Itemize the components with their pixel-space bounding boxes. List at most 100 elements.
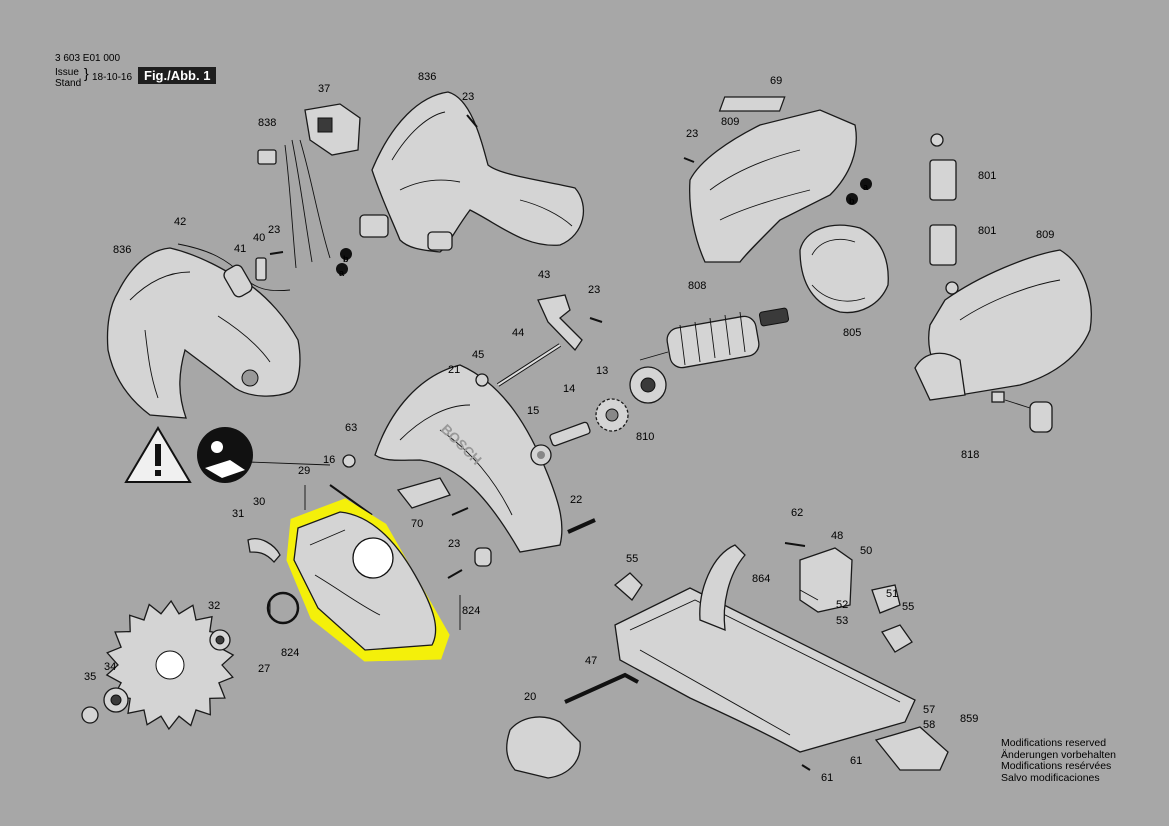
connector-marker-b: [340, 248, 352, 260]
connector-marker-a: [860, 178, 872, 190]
part-label-58: 58: [923, 719, 935, 731]
flange-32: [209, 629, 231, 651]
knob-51: [871, 584, 901, 614]
stand-label: Stand: [55, 78, 82, 89]
connector-marker-a: [336, 263, 348, 275]
part-label-50: 50: [860, 545, 872, 557]
part-label-824: 824: [281, 647, 299, 659]
warning-triangle-icon: [124, 426, 192, 483]
blade-guard-21: BOSCH: [374, 364, 563, 553]
part-label-29: 29: [298, 465, 310, 477]
part-label-55: 55: [626, 553, 638, 565]
part-label-69: 69: [770, 75, 782, 87]
lever-30: [247, 538, 281, 563]
part-label-43: 43: [538, 269, 550, 281]
note-de: Änderungen vorbehalten: [1001, 748, 1117, 761]
sleeve-824: [266, 547, 492, 625]
field-coil-805: [799, 224, 889, 314]
part-label-14: 14: [563, 383, 575, 395]
part-label-32: 32: [208, 600, 220, 612]
figure-badge: Fig./Abb. 1: [138, 67, 217, 84]
brace-glyph: }: [84, 65, 89, 81]
part-label-53: 53: [836, 615, 848, 627]
issue-label: Issue: [55, 67, 79, 78]
part-label-31: 31: [232, 508, 244, 520]
lower-blade-guard-29-highlight: [286, 498, 450, 662]
grip-handle-836: [106, 247, 301, 419]
part-label-818: 818: [961, 449, 979, 461]
part-label-20: 20: [524, 691, 536, 703]
part-label-23: 23: [462, 91, 474, 103]
gear-13: [595, 398, 629, 432]
connector-marker-b: [846, 193, 858, 205]
part-label-23: 23: [588, 284, 600, 296]
clamping-flange-34: [103, 687, 129, 713]
power-cord-42: [177, 243, 291, 298]
motor-housing-809-right: [914, 249, 1092, 401]
part-label-838: 838: [258, 117, 276, 129]
part-label-44: 44: [512, 327, 524, 339]
part-label-836: 836: [418, 71, 436, 83]
part-label-808: 808: [688, 280, 706, 292]
parallel-guide-859: [874, 726, 949, 771]
part-label-48: 48: [831, 530, 843, 542]
part-label-30: 30: [253, 496, 265, 508]
dust-port-20: [506, 716, 581, 779]
leader-lines: [247, 461, 819, 630]
lever-43: [537, 294, 583, 352]
wedge-70: [396, 477, 451, 509]
part-label-63: 63: [345, 422, 357, 434]
part-label-70: 70: [411, 518, 423, 530]
part-label-824: 824: [462, 605, 480, 617]
note-es: Salvo modificaciones: [1001, 771, 1100, 784]
part-label-62: 62: [791, 507, 803, 519]
note-en: Modifications reserved: [1001, 737, 1107, 749]
part-label-41: 41: [234, 243, 246, 255]
part-label-35: 35: [84, 671, 96, 683]
part-label-51: 51: [886, 588, 898, 600]
rear-handle-836: [359, 91, 584, 253]
motor-housing-809-top: [689, 96, 857, 263]
part-label-805: 805: [843, 327, 861, 339]
part-label-15: 15: [527, 405, 539, 417]
capacitor-838: [257, 149, 277, 165]
part-label-61: 61: [850, 755, 862, 767]
bearing-15: [530, 444, 552, 466]
part-label-810: 810: [636, 431, 654, 443]
cable-strain-relief-40: [255, 257, 267, 281]
armature-808: [639, 307, 790, 369]
knob-55-right: [881, 624, 913, 653]
part-label-22: 22: [570, 494, 582, 506]
part-label-809: 809: [721, 116, 739, 128]
part-label-52: 52: [836, 599, 848, 611]
part-label-16: 16: [323, 454, 335, 466]
screw-16: [329, 484, 373, 516]
part-label-13: 13: [596, 365, 608, 377]
part-label-47: 47: [585, 655, 597, 667]
part-label-34: 34: [104, 661, 116, 673]
read-manual-icon: [197, 427, 253, 483]
spindle-14: [549, 421, 591, 447]
knob-55-top: [613, 572, 643, 601]
part-label-b: b: [849, 196, 855, 206]
electronic-818: [991, 391, 1053, 433]
part-label-27: 27: [258, 663, 270, 675]
note-fr: Modifications resérvées: [1001, 760, 1112, 772]
part-label-61: 61: [821, 772, 833, 784]
bearing-plate-810: [629, 366, 667, 404]
part-label-a: a: [863, 182, 869, 192]
base-plate-864: [614, 544, 916, 753]
pin-44: [496, 343, 562, 387]
part-label-b: b: [343, 254, 349, 264]
part-label-801: 801: [978, 225, 996, 237]
hex-key-47: [564, 672, 639, 704]
part-label-23: 23: [448, 538, 460, 550]
part-label-859: 859: [960, 713, 978, 725]
part-label-42: 42: [174, 216, 186, 228]
part-label-55: 55: [902, 601, 914, 613]
part-label-57: 57: [923, 704, 935, 716]
part-label-40: 40: [253, 232, 265, 244]
saw-blade: [105, 599, 235, 731]
part-label-37: 37: [318, 83, 330, 95]
